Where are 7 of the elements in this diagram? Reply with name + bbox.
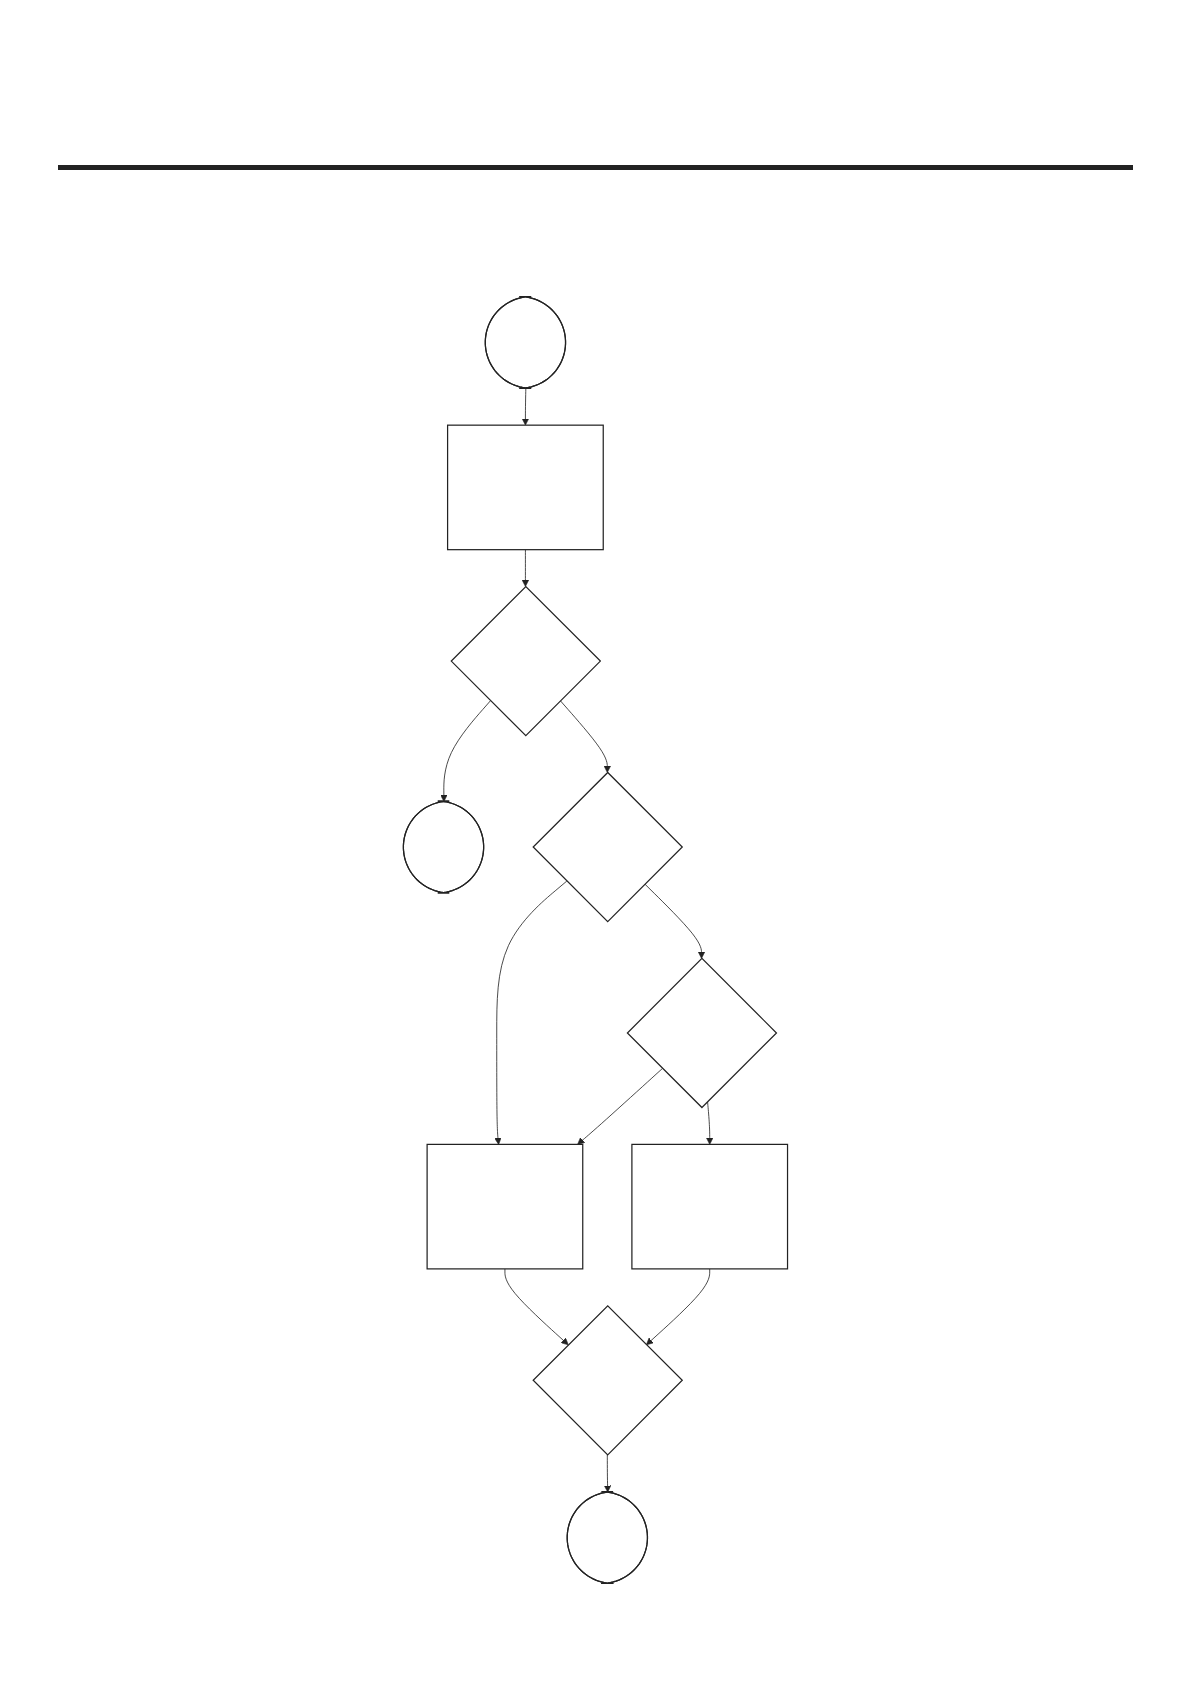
node-box	[426, 1143, 584, 1270]
node-box	[447, 424, 604, 551]
node-diamond	[532, 1304, 684, 1456]
node-diamond	[450, 585, 602, 737]
node-box	[631, 1143, 789, 1270]
node-diamond	[626, 957, 778, 1109]
node-diamond	[532, 771, 684, 923]
